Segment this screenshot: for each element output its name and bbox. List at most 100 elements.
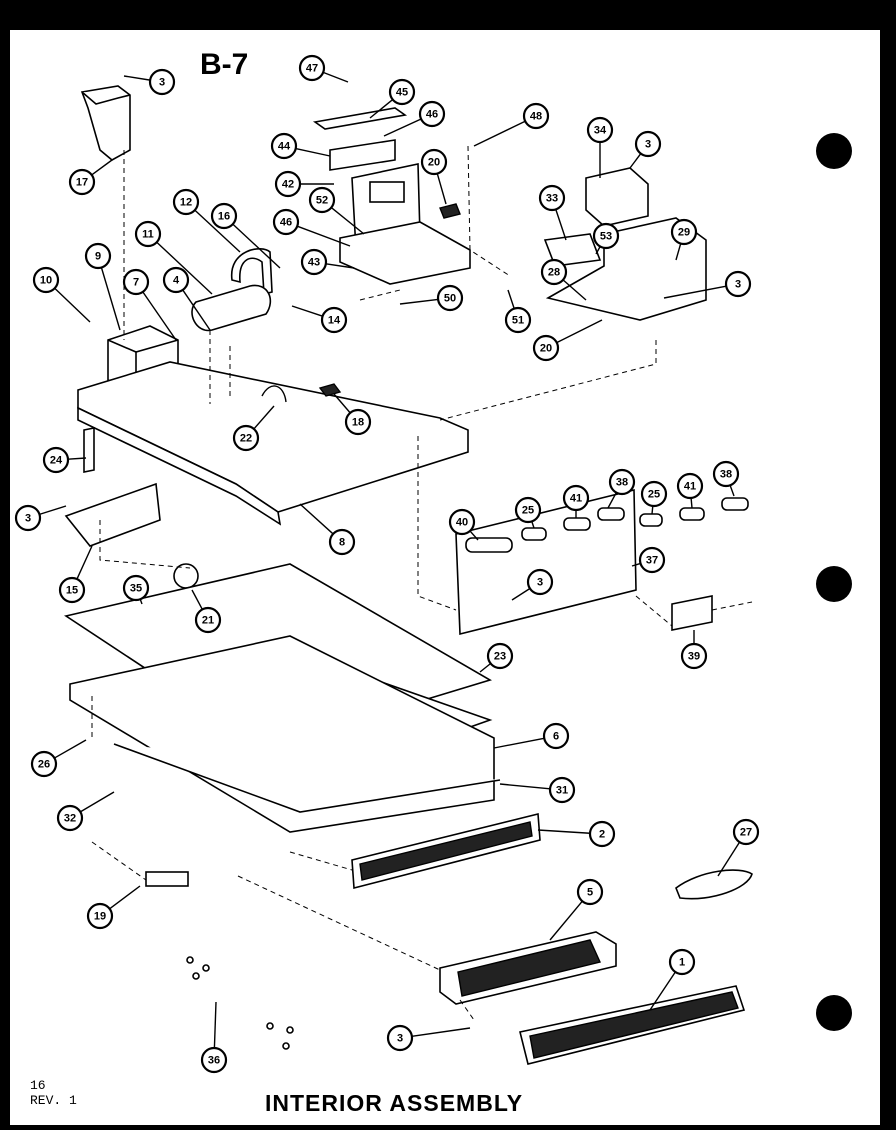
part-callout-25: 25	[514, 496, 542, 529]
part-callout-38: 38	[712, 460, 740, 497]
leader-line	[299, 503, 334, 535]
callout-number: 3	[735, 279, 741, 291]
callout-number: 4	[173, 275, 180, 287]
callout-circle	[148, 68, 176, 96]
leader-line	[67, 457, 87, 460]
leader-line	[651, 505, 654, 515]
part-callout-25: 25	[640, 480, 668, 515]
binder-hole	[816, 995, 852, 1031]
callout-circle	[14, 504, 42, 532]
diagram-caption: INTERIOR ASSEMBLY	[265, 1090, 524, 1116]
callout-number: 3	[397, 1033, 403, 1045]
callout-circle	[328, 528, 356, 556]
part-callout-46: 46	[272, 208, 351, 247]
part-callout-35: 35	[122, 574, 150, 605]
callout-circle	[42, 446, 70, 474]
callout-number: 19	[94, 911, 106, 923]
part-callout-44: 44	[270, 132, 331, 160]
part-callout-3: 3	[629, 130, 662, 169]
part-callout-41: 41	[562, 484, 590, 518]
leader-line	[555, 209, 567, 241]
callout-number: 44	[278, 141, 291, 153]
callout-number: 8	[339, 537, 345, 549]
callout-number: 1	[679, 957, 685, 969]
leader-line	[369, 99, 394, 119]
part-callout-36: 36	[200, 1001, 228, 1074]
part-callout-40: 40	[448, 508, 479, 541]
callout-circle	[712, 460, 740, 488]
part-callout-27: 27	[717, 818, 760, 877]
callout-circle	[344, 408, 372, 436]
part-callout-32: 32	[56, 791, 115, 832]
callout-circle	[676, 472, 704, 500]
callout-number: 3	[645, 139, 651, 151]
callout-number: 14	[328, 315, 341, 327]
leader-line	[631, 562, 641, 567]
callout-circle	[162, 266, 190, 294]
callout-circle	[486, 642, 514, 670]
part-callout-3: 3	[511, 568, 554, 601]
callout-number: 31	[556, 785, 568, 797]
callout-circle	[86, 902, 114, 930]
part-callout-31: 31	[499, 776, 576, 804]
leader-line	[325, 263, 355, 269]
part-callout-3: 3	[123, 68, 176, 96]
callout-circle	[298, 54, 326, 82]
part-callout-9: 9	[84, 242, 121, 331]
parts-art	[64, 85, 753, 1065]
callout-number: 20	[540, 343, 552, 355]
callout-circle	[538, 184, 566, 212]
callout-number: 24	[50, 455, 63, 467]
callout-number: 46	[280, 217, 292, 229]
callout-number: 53	[600, 231, 612, 243]
part-callout-37: 37	[631, 546, 666, 574]
callout-number: 12	[180, 197, 192, 209]
leader-line	[729, 485, 735, 497]
part-callout-11: 11	[134, 220, 213, 295]
callout-number: 6	[553, 731, 559, 743]
part-callout-7: 7	[122, 268, 177, 341]
callout-circle	[532, 334, 560, 362]
binder-hole	[816, 133, 852, 169]
part-callout-53: 53	[592, 222, 620, 255]
part-callout-4: 4	[162, 266, 211, 331]
callout-circle	[542, 722, 570, 750]
callout-circle	[504, 306, 532, 334]
leader-line	[291, 305, 323, 317]
callout-number: 50	[444, 293, 456, 305]
part-callout-33: 33	[538, 184, 567, 241]
callout-circle	[272, 208, 300, 236]
callout-circle	[680, 642, 708, 670]
part-callout-10: 10	[32, 266, 91, 323]
part-callout-29: 29	[670, 218, 698, 261]
callout-number: 21	[202, 615, 214, 627]
leader-line	[383, 118, 422, 137]
part-callout-14: 14	[291, 305, 348, 334]
leader-line	[479, 662, 492, 673]
callout-number: 36	[208, 1055, 220, 1067]
callout-circle	[84, 242, 112, 270]
callout-circle	[308, 186, 336, 214]
callout-circle	[732, 818, 760, 846]
leader-line	[39, 505, 67, 516]
callout-number: 7	[133, 277, 139, 289]
callout-circle	[522, 102, 550, 130]
part-callout-43: 43	[300, 248, 355, 276]
leader-line	[469, 530, 479, 541]
part-callout-48: 48	[473, 102, 550, 147]
part-callout-52: 52	[308, 186, 365, 235]
callout-circle	[634, 130, 662, 158]
callout-number: 41	[684, 481, 696, 493]
leader-line	[411, 1027, 471, 1037]
callout-number: 43	[308, 257, 320, 269]
binder-hole	[816, 566, 852, 602]
callout-number: 28	[548, 267, 560, 279]
leader-line	[690, 497, 693, 509]
revision-label: REV. 1	[30, 1093, 77, 1108]
callout-circle	[586, 116, 614, 144]
callout-number: 10	[40, 275, 52, 287]
callout-circle	[134, 220, 162, 248]
callout-circle	[300, 248, 328, 276]
